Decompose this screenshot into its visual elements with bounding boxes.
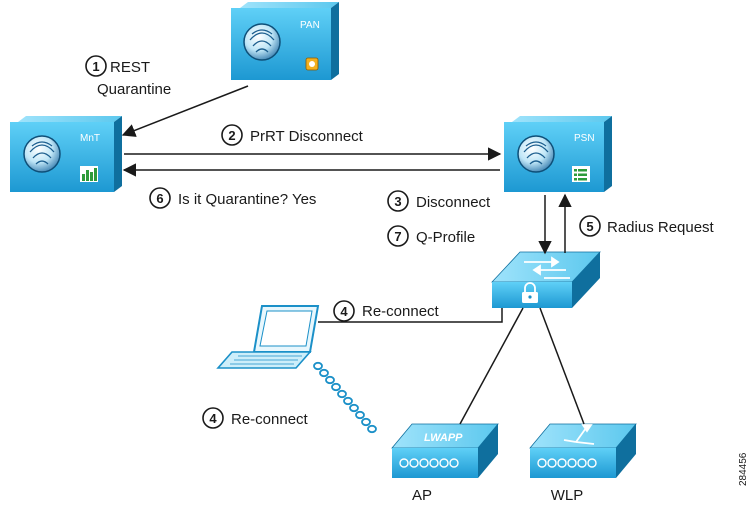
network-switch bbox=[491, 251, 601, 308]
switch-arrows-icon bbox=[524, 256, 570, 279]
psn-server: PSN bbox=[504, 116, 612, 192]
step-3-number: 3 bbox=[394, 194, 401, 209]
step-2-label: 2 PrRT Disconnect bbox=[221, 124, 364, 146]
step-5-text: Radius Request bbox=[607, 219, 715, 236]
mnt-server: MnT bbox=[10, 116, 122, 192]
fingerprint-globe-icon bbox=[243, 23, 281, 61]
step-7-label: 7 Q-Profile bbox=[387, 225, 475, 247]
step-5-number: 5 bbox=[586, 219, 593, 234]
step-2-text: PrRT Disconnect bbox=[250, 128, 364, 145]
shield-icon bbox=[305, 57, 319, 71]
step-3-label: 3 Disconnect bbox=[387, 190, 491, 212]
step-6-text: Is it Quarantine? Yes bbox=[178, 191, 316, 208]
step-7-number: 7 bbox=[394, 229, 401, 244]
step-6-label: 6 Is it Quarantine? Yes bbox=[149, 187, 316, 209]
step-1-text-line2: Quarantine bbox=[97, 81, 171, 98]
switch-wlp-link bbox=[539, 307, 585, 425]
rest-quarantine-arrow bbox=[121, 85, 249, 137]
bar-chart-icon bbox=[80, 166, 98, 182]
ap-label: AP bbox=[412, 487, 432, 504]
fingerprint-globe-icon bbox=[23, 135, 61, 173]
step-2-number: 2 bbox=[228, 128, 235, 143]
ap-device: LWAPP bbox=[391, 423, 499, 478]
pan-badge-label: PAN bbox=[300, 20, 320, 31]
step-4-wired-text: Re-connect bbox=[362, 303, 440, 320]
fingerprint-globe-icon bbox=[517, 135, 555, 173]
step-1-label: 1 REST Quarantine bbox=[85, 55, 171, 98]
step-4-wireless-number: 4 bbox=[209, 411, 217, 426]
step-4-wired-number: 4 bbox=[340, 304, 348, 319]
wlp-device bbox=[529, 423, 637, 478]
wired-link bbox=[318, 308, 503, 323]
switch-ap-link bbox=[459, 307, 524, 425]
pan-server: PAN bbox=[231, 2, 339, 80]
step-4-wireless-text: Re-connect bbox=[231, 411, 309, 428]
step-1-number: 1 bbox=[92, 59, 99, 74]
step-1-text: REST bbox=[110, 59, 150, 76]
step-4-wired-label: 4 Re-connect bbox=[333, 300, 440, 322]
step-3-text: Disconnect bbox=[416, 194, 491, 211]
lock-icon bbox=[522, 282, 538, 303]
step-6-number: 6 bbox=[156, 191, 163, 206]
laptop bbox=[216, 305, 320, 369]
figure-id: 284456 bbox=[738, 452, 749, 486]
list-icon bbox=[572, 166, 590, 182]
mnt-badge-label: MnT bbox=[80, 133, 100, 144]
lwapp-label: LWAPP bbox=[424, 432, 463, 444]
psn-badge-label: PSN bbox=[574, 133, 595, 144]
wireless-signal bbox=[313, 361, 377, 434]
antenna-burst-icon bbox=[563, 424, 595, 445]
step-4-wireless-label: 4 Re-connect bbox=[202, 407, 309, 429]
wlp-label: WLP bbox=[551, 487, 584, 504]
radio-ring-icon bbox=[537, 458, 597, 468]
step-7-text: Q-Profile bbox=[416, 229, 475, 246]
step-5-label: 5 Radius Request bbox=[579, 215, 715, 237]
radio-ring-icon bbox=[399, 458, 459, 468]
